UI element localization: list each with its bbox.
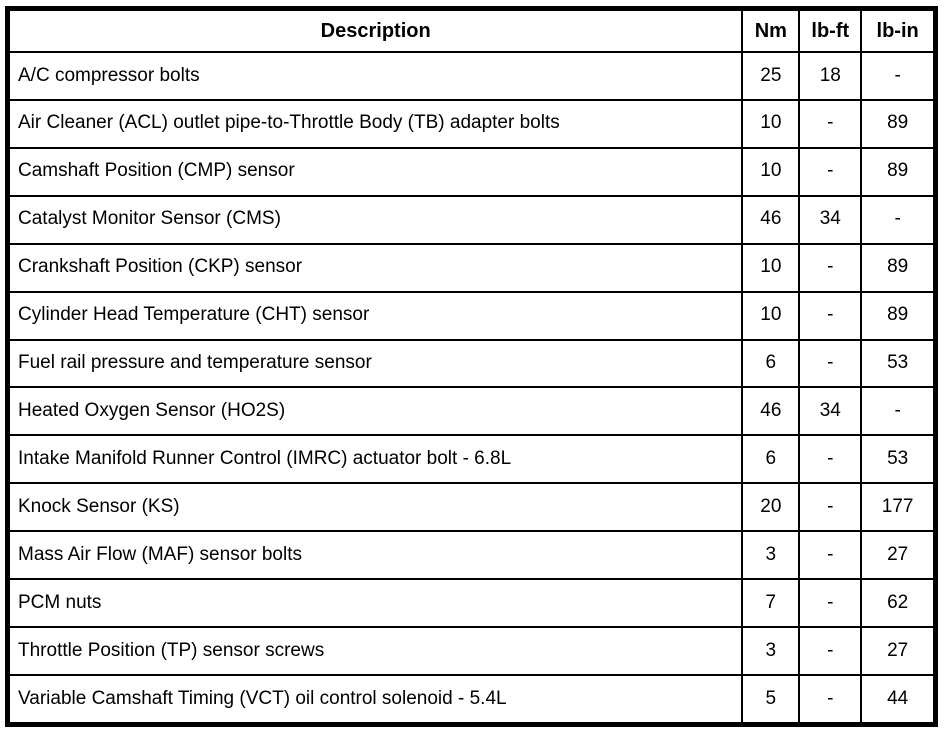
cell-lbft: - (798, 578, 863, 629)
cell-nm: 7 (741, 578, 801, 629)
table-row: Crankshaft Position (CKP) sensor 10 - 89 (6, 242, 937, 293)
table-header: Description Nm lb-ft lb-in (6, 7, 937, 53)
torque-spec-table: Description Nm lb-ft lb-in A/C compresso… (5, 6, 938, 727)
table-body: A/C compressor bolts 25 18 - Air Cleaner… (6, 51, 937, 726)
cell-nm: 6 (741, 338, 801, 389)
table-row: Fuel rail pressure and temperature senso… (6, 338, 937, 389)
table-row: Heated Oxygen Sensor (HO2S) 46 34 - (6, 386, 937, 437)
cell-lbft: - (798, 338, 863, 389)
cell-description: Throttle Position (TP) sensor screws (6, 626, 744, 676)
cell-lbft: - (798, 530, 863, 581)
table-row: Catalyst Monitor Sensor (CMS) 46 34 - (6, 194, 937, 245)
cell-lbin: 89 (860, 98, 937, 149)
table-row: Air Cleaner (ACL) outlet pipe-to-Throttl… (6, 98, 937, 149)
column-header-nm: Nm (741, 7, 801, 53)
cell-nm: 20 (741, 482, 801, 533)
cell-lbft: - (798, 98, 863, 149)
cell-description: Knock Sensor (KS) (6, 482, 744, 533)
cell-lbin: - (860, 194, 937, 245)
cell-nm: 10 (741, 290, 801, 341)
cell-lbin: 27 (860, 530, 937, 581)
cell-nm: 10 (741, 146, 801, 197)
cell-lbft: 34 (798, 386, 863, 437)
cell-lbft: - (798, 146, 863, 197)
table-row: Knock Sensor (KS) 20 - 177 (6, 482, 937, 533)
cell-lbft: - (798, 626, 863, 676)
cell-description: Air Cleaner (ACL) outlet pipe-to-Throttl… (6, 98, 744, 149)
cell-lbft: - (798, 290, 863, 341)
cell-nm: 3 (741, 626, 801, 676)
cell-lbin: 177 (860, 482, 937, 533)
cell-lbft: - (798, 242, 863, 293)
cell-lbin: 53 (860, 338, 937, 389)
cell-lbin: 27 (860, 626, 937, 676)
table-row: Mass Air Flow (MAF) sensor bolts 3 - 27 (6, 530, 937, 581)
cell-lbin: - (860, 51, 937, 101)
cell-lbin: 89 (860, 146, 937, 197)
table-row: A/C compressor bolts 25 18 - (6, 51, 937, 101)
cell-lbft: - (798, 482, 863, 533)
cell-lbin: - (860, 386, 937, 437)
cell-nm: 10 (741, 98, 801, 149)
column-header-lbin: lb-in (860, 7, 937, 53)
cell-nm: 10 (741, 242, 801, 293)
table-row: PCM nuts 7 - 62 (6, 578, 937, 629)
cell-lbin: 53 (860, 434, 937, 485)
column-header-lbft: lb-ft (798, 7, 863, 53)
cell-nm: 25 (741, 51, 801, 101)
cell-lbft: - (798, 434, 863, 485)
cell-lbft: - (798, 673, 863, 726)
cell-nm: 46 (741, 386, 801, 437)
cell-lbin: 44 (860, 673, 937, 726)
cell-lbin: 62 (860, 578, 937, 629)
table-row: Throttle Position (TP) sensor screws 3 -… (6, 626, 937, 676)
cell-lbft: 18 (798, 51, 863, 101)
cell-description: Heated Oxygen Sensor (HO2S) (6, 386, 744, 437)
cell-description: Crankshaft Position (CKP) sensor (6, 242, 744, 293)
table-row: Variable Camshaft Timing (VCT) oil contr… (6, 673, 937, 726)
cell-description: Camshaft Position (CMP) sensor (6, 146, 744, 197)
cell-description: Cylinder Head Temperature (CHT) sensor (6, 290, 744, 341)
cell-description: Variable Camshaft Timing (VCT) oil contr… (6, 673, 744, 726)
table-header-row: Description Nm lb-ft lb-in (6, 7, 937, 53)
cell-lbin: 89 (860, 242, 937, 293)
cell-description: Mass Air Flow (MAF) sensor bolts (6, 530, 744, 581)
table-row: Cylinder Head Temperature (CHT) sensor 1… (6, 290, 937, 341)
cell-description: A/C compressor bolts (6, 51, 744, 101)
cell-description: Intake Manifold Runner Control (IMRC) ac… (6, 434, 744, 485)
cell-nm: 6 (741, 434, 801, 485)
table-row: Camshaft Position (CMP) sensor 10 - 89 (6, 146, 937, 197)
cell-nm: 46 (741, 194, 801, 245)
cell-description: Catalyst Monitor Sensor (CMS) (6, 194, 744, 245)
column-header-description: Description (6, 7, 744, 53)
cell-description: Fuel rail pressure and temperature senso… (6, 338, 744, 389)
table-row: Intake Manifold Runner Control (IMRC) ac… (6, 434, 937, 485)
cell-description: PCM nuts (6, 578, 744, 629)
cell-lbft: 34 (798, 194, 863, 245)
cell-nm: 3 (741, 530, 801, 581)
cell-nm: 5 (741, 673, 801, 726)
cell-lbin: 89 (860, 290, 937, 341)
